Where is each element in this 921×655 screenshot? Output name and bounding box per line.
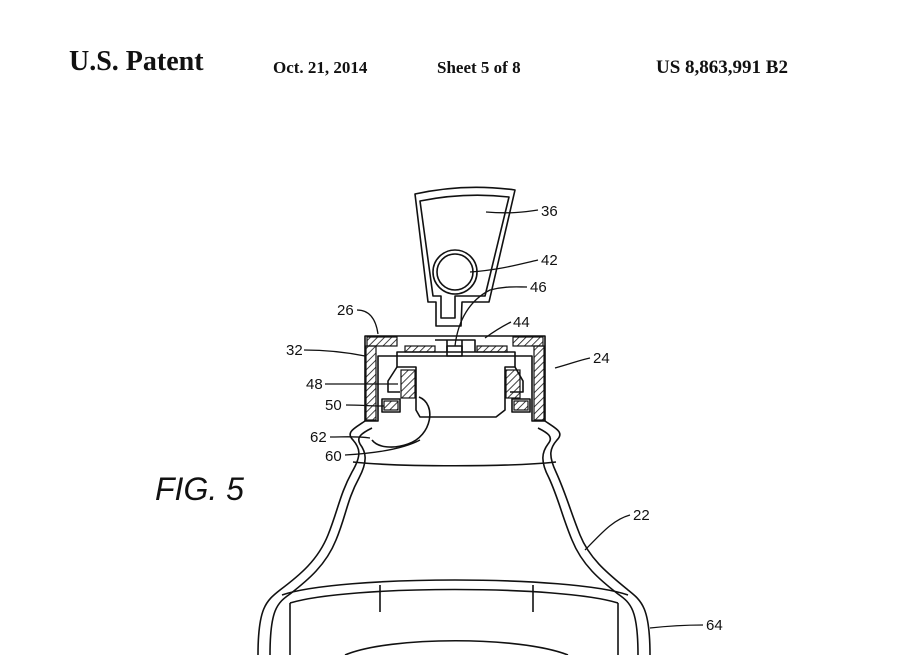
closure-top — [364, 335, 546, 422]
ref-44: 44 — [513, 314, 530, 331]
hatch-wall-right — [533, 345, 545, 421]
tab-outline — [414, 186, 516, 327]
ref-64: 64 — [706, 617, 723, 634]
bottle-shoulder-left-inner — [269, 427, 373, 655]
spout — [396, 351, 516, 418]
body-band-top — [281, 579, 629, 596]
hatch-top-left — [366, 336, 398, 347]
ref-46: 46 — [530, 279, 547, 296]
hatch-ret-right — [513, 400, 529, 411]
leader-64 — [649, 624, 704, 629]
ref-42: 42 — [541, 252, 558, 269]
leader-62 — [329, 436, 371, 439]
hatch-top-mid-right — [476, 345, 508, 353]
ref-60: 60 — [325, 448, 342, 465]
hatch-seal-right — [505, 369, 521, 399]
ref-36: 36 — [541, 203, 558, 220]
ref-50: 50 — [325, 397, 342, 414]
bottle-shoulder-right-inner — [537, 427, 639, 655]
patent-number: US 8,863,991 B2 — [656, 57, 788, 78]
leader-36 — [485, 209, 539, 214]
ref-26: 26 — [337, 302, 354, 319]
leader-32 — [303, 349, 366, 357]
hatch-top-right — [512, 336, 544, 347]
hatch-seal-left — [400, 369, 416, 399]
ref-48: 48 — [306, 376, 323, 393]
bottle-shoulder-left — [257, 420, 366, 655]
plug-46 — [446, 345, 463, 357]
hatch-top-mid-left — [404, 345, 436, 353]
leader-60 — [344, 439, 421, 456]
leader-24 — [554, 357, 591, 369]
body-arc-inner — [344, 639, 569, 655]
ref-62: 62 — [310, 429, 327, 446]
leader-22 — [584, 514, 631, 551]
leader-42 — [469, 259, 539, 273]
retainer-right — [511, 398, 531, 413]
tab-inner — [419, 194, 510, 319]
ref-32: 32 — [286, 342, 303, 359]
bottle-shoulder-right — [544, 420, 651, 655]
leader-44 — [484, 321, 512, 339]
retainer-left — [381, 398, 401, 413]
neck-line — [352, 461, 557, 467]
ref-24: 24 — [593, 350, 610, 367]
patent-publisher: U.S. Patent — [69, 46, 204, 77]
ref-22: 22 — [633, 507, 650, 524]
patent-date: Oct. 21, 2014 — [273, 58, 368, 77]
body-band-2 — [289, 588, 619, 604]
tab-hole-inner — [436, 253, 474, 291]
leader-50 — [345, 404, 385, 407]
hatch-wall-left — [365, 345, 377, 421]
leader-46 — [454, 286, 528, 347]
sheet-number: Sheet 5 of 8 — [437, 58, 521, 77]
figure-label: FIG. 5 — [155, 471, 244, 507]
neck-curve — [371, 396, 431, 448]
hatch-ret-left — [383, 400, 399, 411]
leader-26 — [356, 309, 379, 335]
